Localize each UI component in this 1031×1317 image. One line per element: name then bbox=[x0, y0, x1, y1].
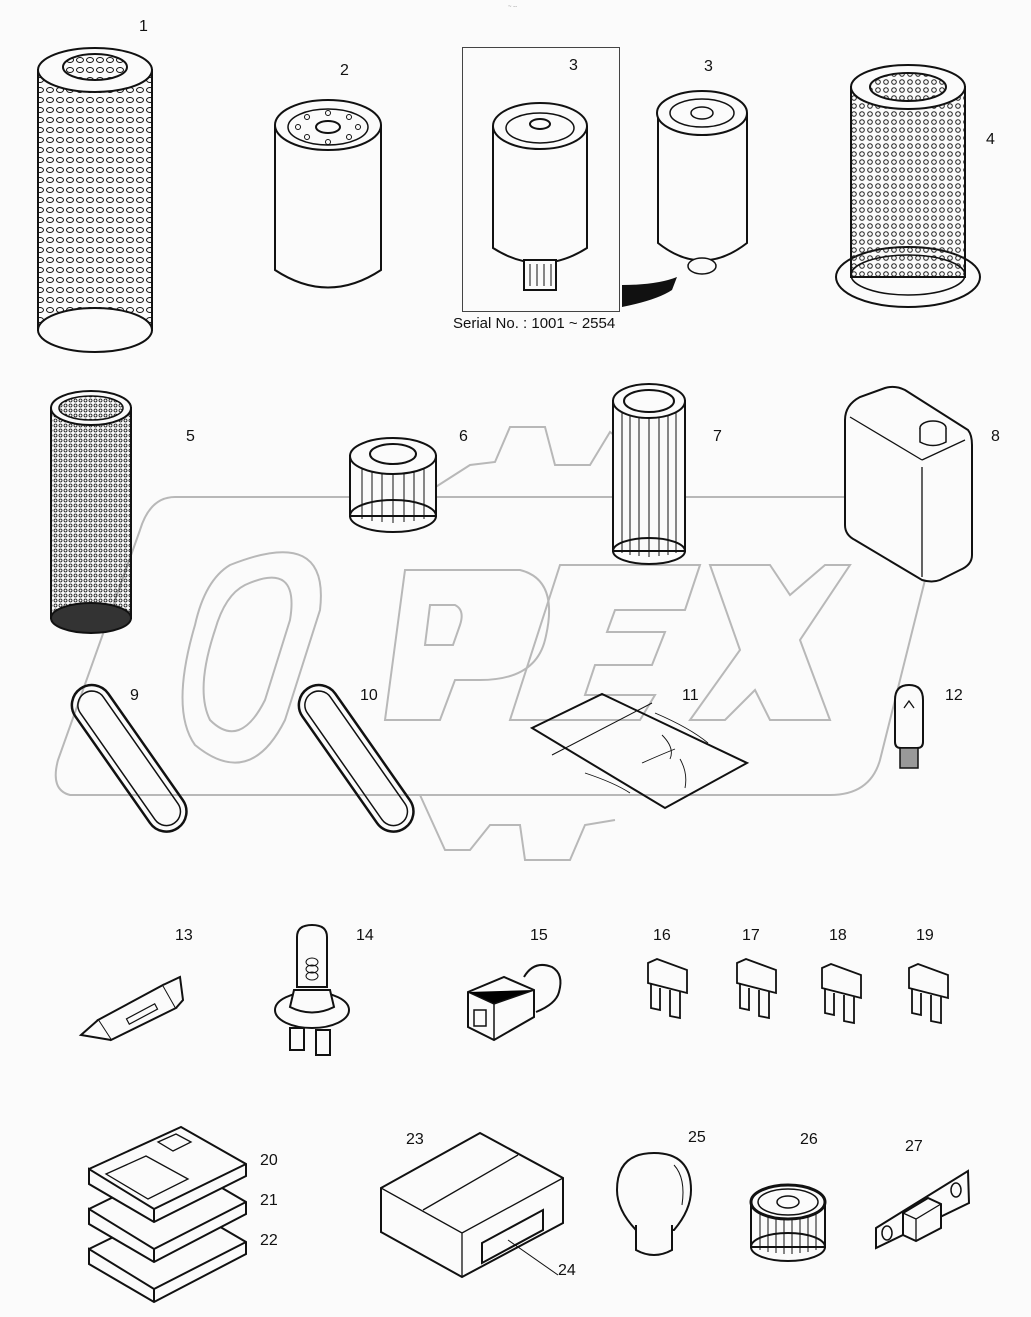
part-label-13: 13 bbox=[175, 927, 193, 944]
part-label-17: 17 bbox=[742, 927, 760, 944]
blade-fuse-icon bbox=[821, 963, 862, 1025]
part-label-3b: 3 bbox=[704, 58, 713, 75]
spin-on-oil-filter-icon bbox=[274, 99, 382, 289]
part-label-14: 14 bbox=[356, 927, 374, 944]
halogen-bulb-icon bbox=[274, 923, 350, 1056]
part-label-10: 10 bbox=[360, 687, 378, 704]
festoon-bulb-icon bbox=[78, 975, 185, 1042]
part-label-19: 19 bbox=[916, 927, 934, 944]
connector-plug-icon bbox=[467, 964, 562, 1042]
wedge-bulb-icon bbox=[894, 683, 924, 769]
blade-fuse-icon bbox=[647, 958, 688, 1020]
mesh-cylinder-filter-icon bbox=[50, 390, 132, 634]
serial-range-box bbox=[462, 47, 620, 312]
part-label-16: 16 bbox=[653, 927, 671, 944]
box-icon bbox=[380, 1131, 564, 1279]
blade-fuse-icon bbox=[736, 958, 777, 1020]
flanged-air-filter-icon bbox=[835, 64, 981, 308]
manual-book-icon bbox=[88, 1125, 247, 1304]
part-label-20: 20 bbox=[260, 1152, 278, 1169]
short-pleated-filter-icon bbox=[349, 437, 437, 533]
fuel-filter-with-drain-icon bbox=[492, 102, 588, 291]
part-label-8: 8 bbox=[991, 428, 1000, 445]
drive-belt-icon bbox=[297, 683, 415, 833]
perforated-cylinder-filter-icon bbox=[37, 47, 153, 353]
long-pleated-filter-icon bbox=[612, 383, 686, 565]
part-label-6: 6 bbox=[459, 428, 468, 445]
part-label-5: 5 bbox=[186, 428, 195, 445]
part-label-1: 1 bbox=[139, 18, 148, 35]
drive-belt-icon bbox=[70, 683, 188, 833]
part-label-22: 22 bbox=[260, 1232, 278, 1249]
spin-on-fuel-filter-icon bbox=[656, 90, 748, 275]
blade-fuse-icon bbox=[908, 963, 949, 1025]
part-label-26: 26 bbox=[800, 1131, 818, 1148]
curved-arrow-icon bbox=[622, 277, 677, 307]
part-label-12: 12 bbox=[945, 687, 963, 704]
part-label-15: 15 bbox=[530, 927, 548, 944]
header-mark: ~ -- bbox=[508, 4, 518, 10]
part-label-4: 4 bbox=[986, 131, 995, 148]
part-label-11: 11 bbox=[682, 687, 699, 704]
cartridge-filter-icon bbox=[749, 1183, 827, 1262]
fluid-canister-icon bbox=[844, 385, 973, 583]
serial-note: Serial No. : 1001 ~ 2554 bbox=[453, 315, 616, 332]
bolt-on-fuse-icon bbox=[875, 1169, 971, 1250]
part-label-2: 2 bbox=[340, 62, 349, 79]
part-label-27: 27 bbox=[905, 1138, 923, 1155]
part-label-7: 7 bbox=[713, 428, 722, 445]
plastic-bag-icon bbox=[529, 692, 750, 810]
part-label-23: 23 bbox=[406, 1131, 424, 1148]
part-label-3a: 3 bbox=[569, 57, 578, 74]
round-bulb-icon bbox=[615, 1151, 693, 1256]
part-label-25: 25 bbox=[688, 1129, 706, 1146]
part-label-21: 21 bbox=[260, 1192, 278, 1209]
part-label-24: 24 bbox=[558, 1262, 576, 1279]
part-label-18: 18 bbox=[829, 927, 847, 944]
part-label-9: 9 bbox=[130, 687, 139, 704]
